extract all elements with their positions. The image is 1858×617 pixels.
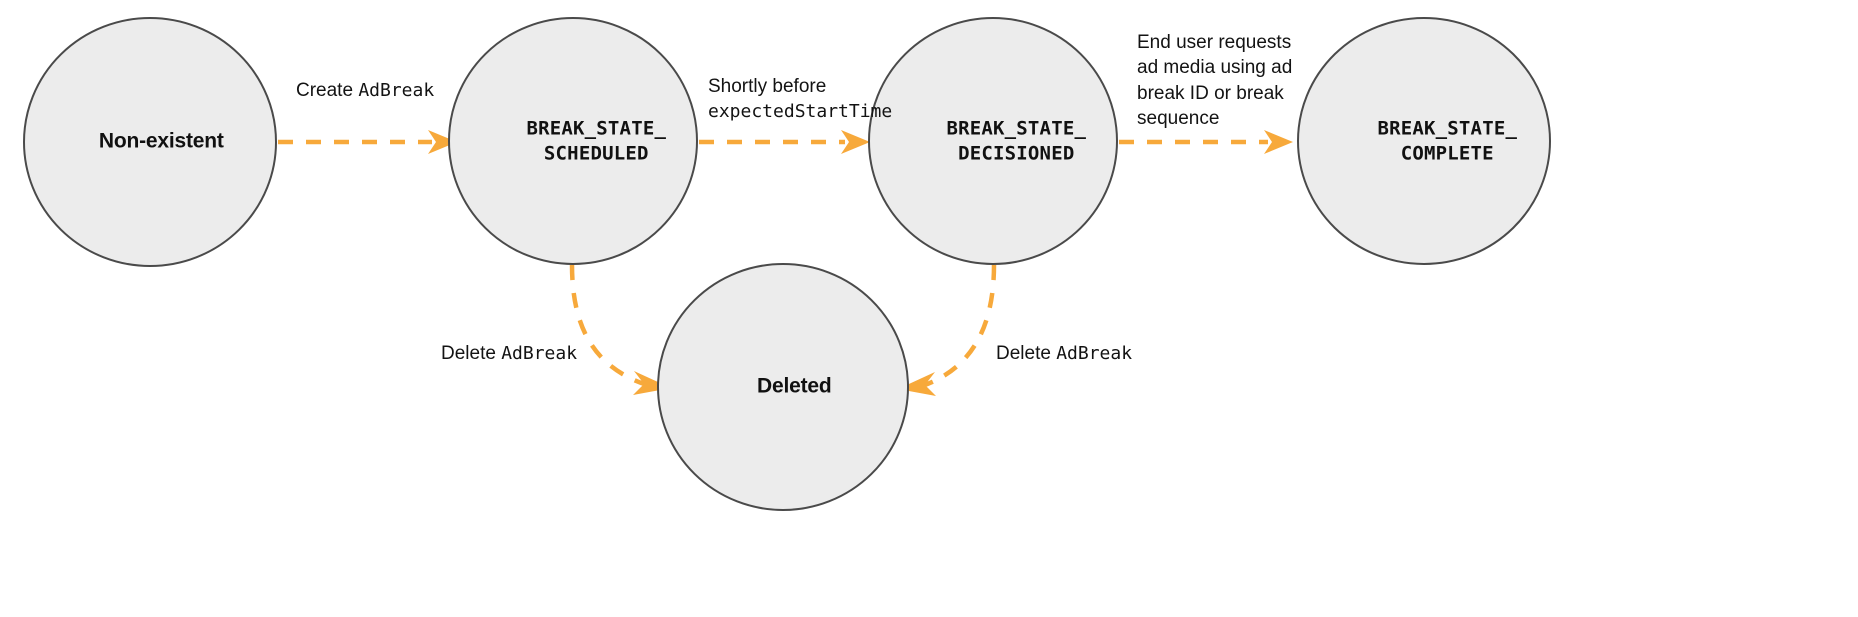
edge-end-user-requests-arrowhead bbox=[1264, 130, 1293, 154]
edge-delete-from-decisioned-line bbox=[921, 264, 997, 389]
edge-delete-adbreak-from-scheduled bbox=[569, 264, 671, 395]
edge-shortly-before-expectedstarttime bbox=[699, 130, 870, 154]
node-break-state-decisioned[interactable] bbox=[868, 17, 1118, 265]
edge-create-adbreak-arrowhead bbox=[428, 130, 457, 154]
edge-delete-from-scheduled-line bbox=[569, 264, 648, 388]
edge-create-adbreak bbox=[278, 130, 457, 154]
node-break-state-complete[interactable] bbox=[1297, 17, 1551, 265]
edge-delete-adbreak-from-decisioned bbox=[898, 264, 997, 396]
node-break-state-scheduled[interactable] bbox=[448, 17, 698, 265]
edge-shortly-before-arrowhead bbox=[841, 130, 870, 154]
edge-end-user-requests-ad-media bbox=[1119, 130, 1293, 154]
node-non-existent[interactable] bbox=[23, 17, 277, 267]
node-deleted[interactable] bbox=[657, 263, 909, 511]
